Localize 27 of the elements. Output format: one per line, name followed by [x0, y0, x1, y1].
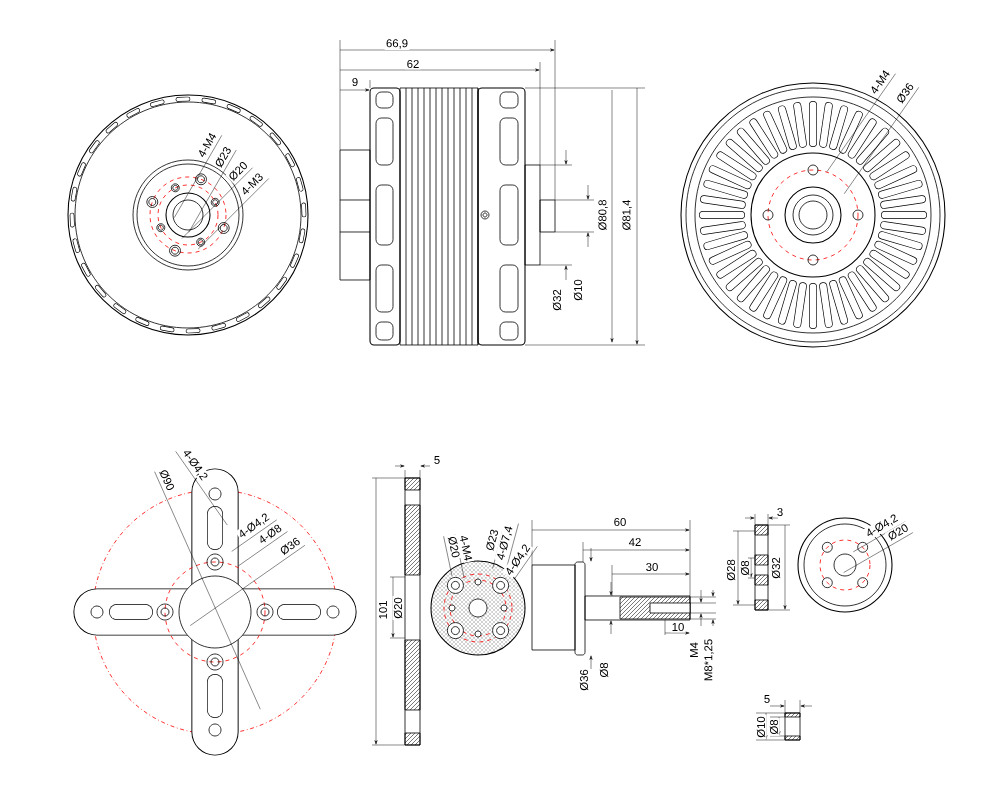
dimension-label: 10 [670, 621, 686, 633]
dimension-label: Ø32 [551, 287, 563, 313]
dimension-label: Ø80,8 [596, 198, 610, 232]
dimension-label: Ø10 [572, 277, 584, 303]
dimension-label: Ø32 [770, 555, 782, 581]
dimension-label: 62 [405, 58, 421, 70]
dimension-label: Ø8 [598, 661, 610, 679]
dimension-label: Ø28 [725, 557, 737, 583]
dimension-label: 42 [627, 536, 643, 548]
dimension-label: 30 [644, 561, 660, 573]
dimension-label: Ø8 [739, 559, 751, 577]
dimension-label: 5 [762, 693, 772, 705]
dimension-label: M8*1,25 [703, 637, 715, 683]
dimension-label: 60 [612, 516, 628, 528]
dimension-label: 101 [377, 599, 389, 621]
dimension-label: M4 [688, 640, 700, 660]
dimension-label: Ø20 [392, 595, 404, 621]
dimension-label: Ø81,4 [620, 198, 634, 232]
dimension-label: Ø90 [157, 466, 177, 494]
dimension-label: Ø10 [755, 714, 767, 740]
dimension-label: 9 [350, 76, 360, 88]
dimension-label: Ø36 [578, 667, 590, 693]
dimension-label: 3 [775, 506, 785, 518]
dimension-label: 66,9 [384, 38, 410, 50]
dimension-label: Ø36 [276, 534, 304, 558]
dimension-label: Ø8 [768, 718, 780, 736]
dimension-label: 5 [432, 454, 442, 466]
